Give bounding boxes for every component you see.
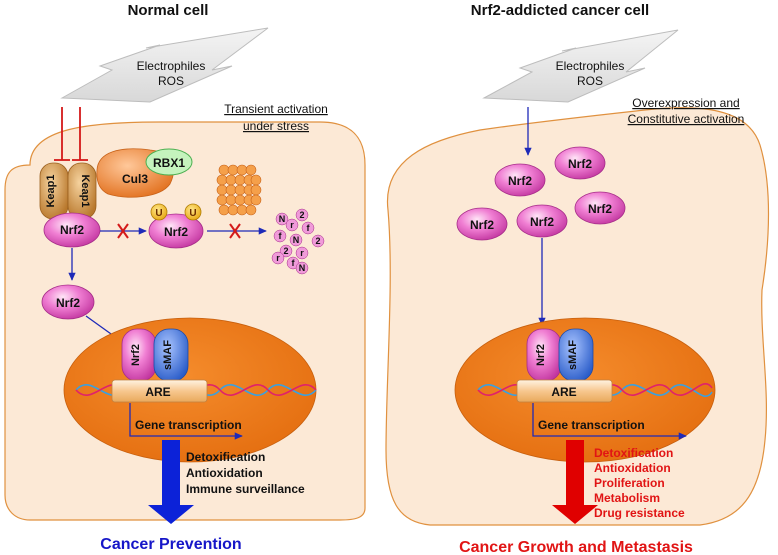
ubiquitination-block-x (117, 223, 129, 239)
prevention-big-arrow (148, 440, 194, 524)
left-stimulus-line1: Electrophiles (137, 59, 206, 73)
nrf2-ubiquitinated: U U Nrf2 (148, 203, 204, 249)
right-nrf2-smaf-dimer: Nrf2 sMAF (526, 328, 594, 382)
left-stimulus-line2: ROS (158, 74, 184, 88)
right-result: Cancer Growth and Metastasis (459, 539, 693, 555)
right-nuclear-nrf2-label: Nrf2 (535, 344, 547, 366)
nrf2-free-label: Nrf2 (56, 296, 80, 310)
nrf2-keap1-bound: Nrf2 (43, 212, 101, 248)
left-result: Cancer Prevention (100, 536, 241, 553)
left-stimulus-bolt (60, 27, 269, 103)
svg-text:Nrf2: Nrf2 (470, 218, 494, 232)
left-transcription-arrow (129, 403, 243, 440)
degradation-block-x (229, 223, 241, 239)
right-are-element: ARE (516, 379, 613, 403)
svg-text:N: N (279, 214, 286, 224)
right-stimulus-line1: Electrophiles (556, 59, 625, 73)
right-outcome-3: Metabolism (594, 491, 660, 505)
right-panel-title: Nrf2-addicted cancer cell (471, 2, 649, 19)
nrf2-molecule: Nrf2 (554, 146, 606, 180)
svg-text:r: r (276, 253, 280, 263)
svg-text:r: r (290, 220, 294, 230)
left-panel-title: Normal cell (128, 2, 209, 19)
right-transcription-arrow (532, 403, 687, 440)
svg-text:2: 2 (299, 210, 304, 220)
left-outcome-1: Antioxidation (186, 466, 263, 480)
nrf2-molecule: Nrf2 (494, 163, 546, 197)
right-stimulus-line2: ROS (577, 74, 603, 88)
cul3-label: Cul3 (122, 172, 148, 186)
left-nrf2-smaf-dimer: Nrf2 sMAF (121, 328, 189, 382)
ubiquitin-b: U (189, 208, 196, 219)
left-nuclear-nrf2-label: Nrf2 (130, 344, 142, 366)
keap1-dimer: Keap1 Keap1 (39, 162, 97, 220)
nrf2-free: Nrf2 (41, 284, 95, 320)
right-outcome-1: Antioxidation (594, 461, 671, 475)
right-transcription-label: Gene transcription (538, 418, 645, 432)
left-outcome-2: Immune surveillance (186, 482, 305, 496)
svg-text:r: r (300, 248, 304, 258)
keap1-inhibition-lines (54, 107, 88, 161)
svg-text:Nrf2: Nrf2 (508, 174, 532, 188)
svg-text:f: f (292, 258, 296, 268)
left-note-line1: Transient activation (224, 102, 328, 116)
svg-text:2: 2 (283, 246, 288, 256)
right-outcome-2: Proliferation (594, 476, 665, 490)
nrf2-molecule: Nrf2 (516, 204, 568, 238)
nrf2-bound-label: Nrf2 (60, 223, 84, 237)
left-are-label: ARE (145, 385, 170, 399)
left-outcomes-list: Detoxification Antioxidation Immune surv… (186, 450, 305, 496)
keap1-label-b: Keap1 (79, 174, 91, 207)
svg-text:Nrf2: Nrf2 (568, 157, 592, 171)
left-transcription-label: Gene transcription (135, 418, 242, 432)
right-outcomes-list: Detoxification Antioxidation Proliferati… (594, 446, 685, 520)
left-are-element: ARE (111, 379, 208, 403)
keap1-label-a: Keap1 (45, 174, 57, 207)
right-outcome-4: Drug resistance (594, 506, 685, 520)
svg-text:f: f (279, 231, 283, 241)
svg-text:2: 2 (315, 236, 320, 246)
right-are-label: ARE (551, 385, 576, 399)
svg-text:N: N (293, 235, 300, 245)
nrf2-molecule: Nrf2 (574, 191, 626, 225)
nrf2-ub-label: Nrf2 (164, 225, 188, 239)
left-smaf-label: sMAF (162, 340, 174, 370)
right-stimulus-bolt (482, 29, 679, 103)
nrf2-molecule: Nrf2 (456, 207, 508, 241)
nrf2-overexpressed-cluster: Nrf2 Nrf2 Nrf2 Nrf2 Nrf2 (456, 146, 626, 241)
rbx1-label: RBX1 (153, 156, 185, 170)
rbx1: RBX1 (145, 148, 193, 176)
left-outcome-0: Detoxification (186, 450, 265, 464)
right-outcome-0: Detoxification (594, 446, 673, 460)
right-note-line1: Overexpression and (632, 96, 739, 110)
growth-big-arrow (552, 440, 598, 524)
left-note-line2: under stress (243, 119, 309, 133)
degraded-nrf2-fragments: N 2 r f f N 2 2 r r f N (271, 208, 325, 275)
svg-text:Nrf2: Nrf2 (588, 202, 612, 216)
ubiquitin-a: U (155, 208, 162, 219)
svg-text:f: f (307, 223, 311, 233)
right-smaf-label: sMAF (567, 340, 579, 370)
proteasome (216, 164, 262, 216)
svg-text:Nrf2: Nrf2 (530, 215, 554, 229)
right-note-line2: Constitutive activation (628, 112, 745, 126)
svg-text:N: N (299, 263, 306, 273)
